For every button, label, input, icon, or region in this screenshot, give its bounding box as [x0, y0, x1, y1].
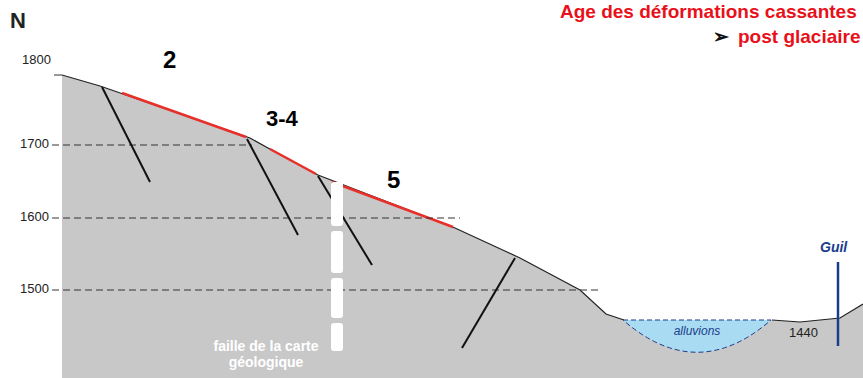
subtitle: post glaciaire — [738, 26, 861, 48]
deposit-label: alluvions — [674, 324, 721, 338]
river-name: Guil — [820, 239, 847, 255]
bullet-arrow: ➢ — [713, 26, 729, 48]
surface-line — [772, 304, 863, 322]
faults — [102, 87, 515, 348]
fault-caption: faille de la carte géologique — [196, 338, 336, 370]
river-marker — [837, 262, 840, 346]
north-label: N — [10, 8, 26, 33]
surface-line — [62, 75, 624, 320]
callout-number: 5 — [387, 166, 400, 194]
elevation-label: 1600 — [20, 210, 49, 225]
elevation-label: 1500 — [20, 282, 49, 297]
elevation-label: 1700 — [20, 137, 49, 152]
red-segments — [122, 93, 453, 227]
axis — [54, 75, 62, 76]
callout-number: 2 — [163, 46, 176, 74]
slide-title: Age des déformations cassantes — [560, 1, 857, 23]
elevation-lines — [52, 145, 598, 290]
terrain — [62, 75, 863, 378]
map-fault — [331, 182, 343, 351]
alluvium-lens: alluvions — [622, 318, 772, 353]
lens-shape — [623, 320, 771, 352]
elevation-label: 1440 — [789, 326, 818, 341]
callout-number: 3-4 — [266, 106, 298, 131]
elevation-label: 1800 — [22, 53, 51, 68]
